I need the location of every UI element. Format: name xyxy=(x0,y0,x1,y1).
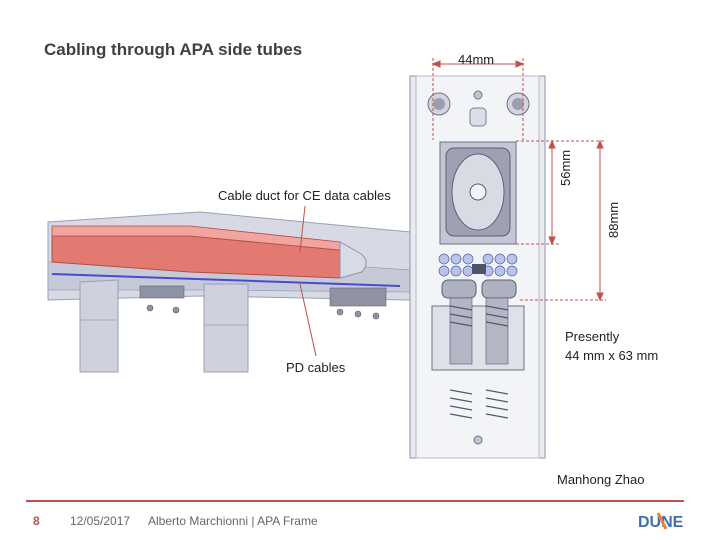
page-number: 8 xyxy=(33,514,40,528)
dune-logo-icon: DUNE xyxy=(638,512,684,531)
footer-date: 12/05/2017 xyxy=(70,514,131,528)
current-size-note: Presently 44 mm x 63 mm xyxy=(565,328,658,366)
dimension-44mm: 44mm xyxy=(458,52,495,67)
slide-title: Cabling through APA side tubes xyxy=(44,40,303,59)
note-line-2: 44 mm x 63 mm xyxy=(565,347,659,363)
footer-divider xyxy=(26,500,684,502)
ce-cable-duct-label: Cable duct for CE data cables xyxy=(218,188,391,203)
footer-presenter: Alberto Marchionni | APA Frame xyxy=(148,514,318,528)
svg-text:DUNE: DUNE xyxy=(638,514,684,531)
pd-cables-label: PD cables xyxy=(286,360,346,375)
author-name: Manhong Zhao xyxy=(557,472,645,487)
dimension-56mm: 56mm xyxy=(558,149,573,186)
note-line-1: Presently xyxy=(565,329,620,344)
dimension-88mm: 88mm xyxy=(606,201,621,238)
